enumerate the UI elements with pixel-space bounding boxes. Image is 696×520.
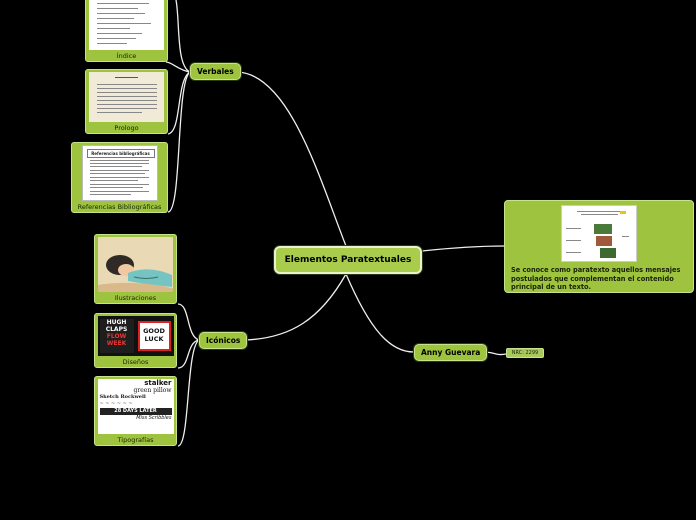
- index-page-thumbnail: [89, 0, 164, 50]
- link-iconicos-tipografias: [177, 339, 200, 447]
- branch-iconicos-label: Icónicos: [206, 336, 241, 345]
- branch-verbales-label: Verbales: [197, 67, 234, 76]
- link-root-note: [421, 245, 505, 252]
- card-referencias-caption: Referencias Bibliográficas: [77, 203, 162, 211]
- references-page-thumbnail: Referencias bibliográficas: [81, 145, 158, 201]
- card-tipografias-caption: Tipografías: [117, 436, 154, 444]
- type-sample-scribbles: Miss Scribbles: [136, 415, 172, 421]
- poster-word-flow: FLOW: [106, 333, 127, 340]
- typography-samples-thumbnail: stalker green pillow Sketch Rockwell ~ ~…: [97, 379, 174, 434]
- card-disenos[interactable]: HUGH CLAPS FLOW WEEK GOOD LUCK Diseños: [94, 313, 177, 368]
- card-indice[interactable]: Índice: [85, 0, 168, 62]
- link-root-anny: [345, 273, 415, 353]
- poster-word-hugh: HUGH: [106, 319, 127, 326]
- paratext-diagram-thumbnail: [561, 205, 637, 262]
- card-disenos-caption: Diseños: [122, 358, 149, 366]
- card-referencias[interactable]: Referencias bibliográficas Referencias B…: [71, 142, 168, 213]
- poster-word-good: GOOD: [143, 327, 165, 335]
- central-topic[interactable]: Elementos Paratextuales: [274, 246, 422, 274]
- link-root-iconicos: [245, 273, 347, 341]
- poster-word-claps: CLAPS: [105, 326, 128, 333]
- card-prologo[interactable]: Prologo: [85, 69, 168, 134]
- nrc-tag-label: NRC: 2299: [511, 350, 539, 356]
- card-ilustraciones[interactable]: Ilustraciones: [94, 234, 177, 304]
- references-image-heading: Referencias bibliográficas: [86, 149, 155, 158]
- link-verbales-prologo: [167, 71, 191, 135]
- poster-word-luck: LUCK: [144, 335, 164, 343]
- card-prologo-caption: Prologo: [114, 124, 139, 132]
- type-sample-green: green: [133, 387, 152, 394]
- type-sample-28-days: 28 DAYS LATER: [99, 408, 172, 415]
- branch-anny-label: Anny Guevara: [421, 348, 481, 357]
- definition-note[interactable]: Se conoce como paratexto aquellos mensaj…: [504, 200, 694, 293]
- link-verbales-referencias: [167, 71, 191, 213]
- type-sample-pillow: pillow: [153, 387, 172, 394]
- prologue-page-thumbnail: [89, 72, 164, 122]
- type-sample-stalker: stalker: [144, 379, 172, 387]
- nrc-tag[interactable]: NRC: 2299: [506, 348, 544, 358]
- card-tipografias[interactable]: stalker green pillow Sketch Rockwell ~ ~…: [94, 376, 177, 446]
- link-verbales-indice-b: [165, 61, 191, 73]
- sleeping-girl-illustration: [98, 237, 173, 292]
- link-verbales-indice: [175, 0, 191, 73]
- link-anny-tag: [483, 351, 507, 356]
- link-root-verbales: [237, 71, 347, 247]
- branch-anny-guevara[interactable]: Anny Guevara: [414, 344, 488, 361]
- card-indice-caption: Índice: [116, 52, 137, 60]
- card-ilustraciones-caption: Ilustraciones: [114, 294, 157, 302]
- poster-word-week: WEEK: [106, 340, 127, 347]
- definition-note-text: Se conoce como paratexto aquellos mensaj…: [511, 266, 681, 291]
- poster-design-thumbnail: HUGH CLAPS FLOW WEEK GOOD LUCK: [97, 316, 174, 356]
- branch-iconicos[interactable]: Icónicos: [199, 332, 248, 349]
- branch-verbales[interactable]: Verbales: [190, 63, 241, 80]
- link-iconicos-ilustraciones: [177, 303, 200, 341]
- type-sample-sketch: Sketch Rockwell: [99, 394, 146, 400]
- link-iconicos-disenos: [177, 339, 200, 369]
- central-topic-label: Elementos Paratextuales: [284, 255, 412, 265]
